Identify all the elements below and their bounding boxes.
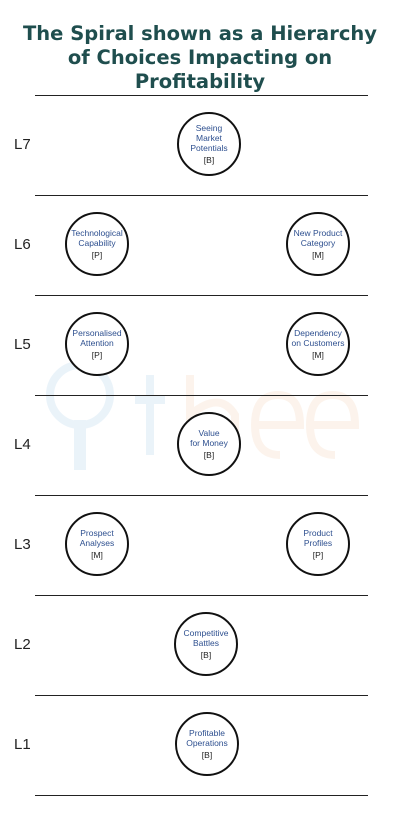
node-name: Seeing Market Potentials [190, 122, 228, 153]
node-product-profiles: Product Profiles [P] [286, 512, 350, 576]
node-code: [B] [203, 154, 215, 165]
level-divider [35, 95, 368, 96]
node-name: Technological Capability [71, 227, 123, 248]
level-divider [35, 795, 368, 796]
node-name: Value for Money [190, 427, 228, 448]
node-name: Prospect Analyses [79, 527, 115, 548]
level-divider [35, 495, 368, 496]
node-personalised-attention: Personalised Attention [P] [65, 312, 129, 376]
node-profitable-operations: Profitable Operations [B] [175, 712, 239, 776]
level-label-l3: L3 [14, 536, 31, 553]
title-line-2: of Choices Impacting on Profitability [67, 46, 333, 93]
page-title: The Spiral shown as a Hierarchy of Choic… [0, 22, 400, 94]
node-code: [M] [91, 549, 103, 560]
node-value-for-money: Value for Money [B] [177, 412, 241, 476]
node-prospect-analyses: Prospect Analyses [M] [65, 512, 129, 576]
node-name: Product Profiles [303, 527, 333, 548]
level-label-l7: L7 [14, 136, 31, 153]
node-code: [P] [91, 249, 103, 260]
node-dependency-on-customers: Dependency on Customers [M] [286, 312, 350, 376]
node-seeing-market-potentials: Seeing Market Potentials [B] [177, 112, 241, 176]
node-technological-capability: Technological Capability [P] [65, 212, 129, 276]
node-competitive-battles: Competitive Battles [B] [174, 612, 238, 676]
node-code: [B] [200, 649, 212, 660]
node-code: [M] [312, 349, 324, 360]
node-code: [P] [91, 349, 103, 360]
title-line-1: The Spiral shown as a Hierarchy [23, 22, 377, 45]
level-divider [35, 695, 368, 696]
node-name: New Product Category [293, 227, 343, 248]
level-label-l4: L4 [14, 436, 31, 453]
node-code: [B] [203, 449, 215, 460]
level-label-l1: L1 [14, 736, 31, 753]
node-new-product-category: New Product Category [M] [286, 212, 350, 276]
node-name: Personalised Attention [72, 327, 122, 348]
node-name: Competitive Battles [183, 627, 229, 648]
node-code: [B] [201, 749, 213, 760]
level-divider [35, 595, 368, 596]
level-divider [35, 295, 368, 296]
node-code: [P] [312, 549, 324, 560]
level-divider [35, 195, 368, 196]
node-code: [M] [312, 249, 324, 260]
node-name: Profitable Operations [186, 727, 228, 748]
level-divider [35, 395, 368, 396]
level-label-l6: L6 [14, 236, 31, 253]
level-label-l2: L2 [14, 636, 31, 653]
node-name: Dependency on Customers [291, 327, 345, 348]
level-label-l5: L5 [14, 336, 31, 353]
